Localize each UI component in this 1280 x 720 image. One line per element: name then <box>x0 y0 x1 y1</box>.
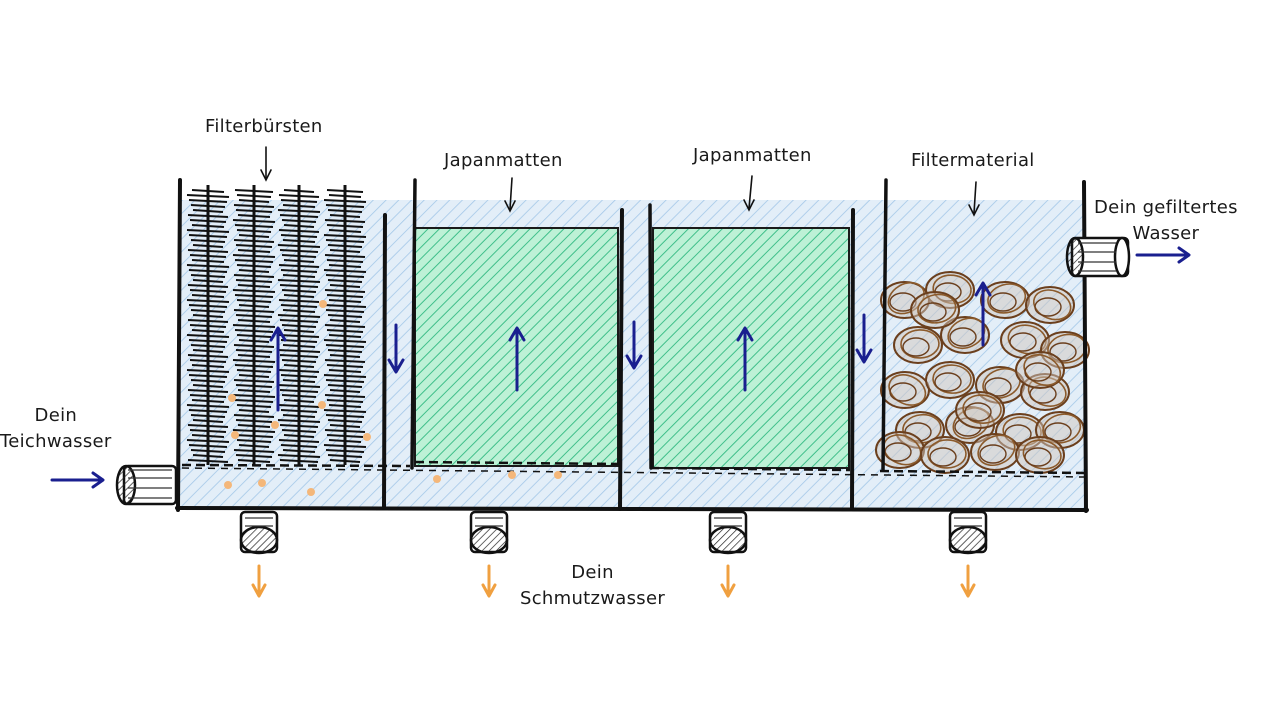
dirt-drain-arrow <box>960 564 976 598</box>
dirt-drain-arrow <box>720 564 736 598</box>
dirt-particle <box>508 471 516 479</box>
japan-mat-1 <box>414 227 619 467</box>
filter-brush <box>277 185 321 465</box>
inflow-arrow <box>50 471 105 489</box>
inlet-pipe <box>115 464 178 506</box>
label-pointers <box>260 146 980 217</box>
dirt-particle <box>307 488 315 496</box>
down-arrow-2 <box>625 320 643 370</box>
tank-outline <box>175 178 1089 513</box>
dirt-particles <box>224 300 562 496</box>
dirt-particle <box>318 401 326 409</box>
label-filtered-water-line2: Wasser <box>1132 223 1200 244</box>
drain-pipe <box>239 510 279 555</box>
dirt-drain-arrows <box>251 564 976 598</box>
filter-media-blob <box>1025 286 1075 324</box>
label-japan-mats-2: Japanmatten <box>693 145 812 166</box>
down-arrow-3 <box>855 313 873 364</box>
filter-media-blob <box>910 291 960 329</box>
outlet-pipe <box>1065 236 1131 278</box>
label-pond-water-line2: Teichwasser <box>0 431 112 452</box>
dirt-particle <box>433 475 441 483</box>
filter-media-blob <box>880 371 930 409</box>
filter-media-blob <box>920 436 970 474</box>
filter-brush <box>232 185 276 465</box>
dirt-particle <box>363 433 371 441</box>
label-filtered-water: Dein gefiltertes Wasser <box>1094 195 1238 247</box>
up-arrow-brushes <box>269 326 287 412</box>
sieve-floor <box>181 460 1086 478</box>
filter-media-blob <box>893 326 943 364</box>
dirt-particle <box>319 300 327 308</box>
pointer-mat1 <box>504 177 516 213</box>
drain-pipes <box>239 510 988 555</box>
dirt-particle <box>228 394 236 402</box>
japan-mat-2 <box>652 227 850 469</box>
outflow-arrow <box>1135 246 1191 264</box>
label-japan-mats-1: Japanmatten <box>444 150 563 171</box>
filter-media-blob <box>1015 436 1065 474</box>
dirt-particle <box>258 479 266 487</box>
filter-brush <box>186 185 230 465</box>
drain-pipe <box>469 510 509 555</box>
dirt-drain-arrow <box>251 564 267 598</box>
drain-pipe <box>708 510 748 555</box>
filter-media-blob <box>980 281 1030 319</box>
dirt-particle <box>271 421 279 429</box>
filter-material <box>875 271 1090 474</box>
drain-pipe <box>948 510 988 555</box>
up-arrow-media <box>974 281 992 347</box>
label-filter-material: Filtermaterial <box>911 150 1035 171</box>
filter-media-blob <box>925 361 975 399</box>
dirt-particle <box>231 431 239 439</box>
label-dirty-water: Dein Schmutzwasser <box>520 560 665 612</box>
label-pond-water-line1: Dein <box>34 405 78 426</box>
filter-brush <box>323 185 367 465</box>
flow-arrows <box>50 246 1191 489</box>
dirt-drain-arrow <box>481 564 497 598</box>
label-filter-brushes: Filterbürsten <box>205 116 323 137</box>
up-arrow-mat2 <box>736 326 754 392</box>
up-arrow-mat1 <box>508 326 526 392</box>
label-dirty-water-line1: Dein <box>571 562 614 583</box>
label-filtered-water-line1: Dein gefiltertes <box>1094 197 1238 218</box>
filter-media-blob <box>955 391 1005 429</box>
pointer-mat2 <box>743 175 755 212</box>
down-arrow-1 <box>387 323 405 374</box>
label-dirty-water-line2: Schmutzwasser <box>520 588 666 609</box>
filter-media-blob <box>1015 351 1065 389</box>
pointer-brushes <box>260 146 272 182</box>
dirt-particle <box>554 471 562 479</box>
filter-brushes <box>186 185 367 465</box>
label-pond-water: Dein Teichwasser <box>0 403 112 455</box>
pointer-media <box>968 181 980 217</box>
dirt-particle <box>224 481 232 489</box>
